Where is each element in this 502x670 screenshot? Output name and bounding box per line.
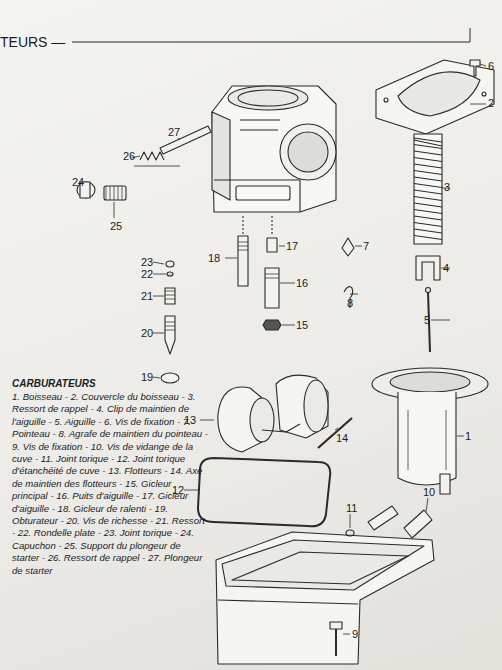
callout-number: 7: [363, 240, 369, 252]
spring-coil: [414, 184, 442, 188]
callout-number: 20: [141, 327, 153, 339]
floats: [218, 375, 352, 452]
callout-number: 23: [141, 256, 153, 268]
spring-coil: [414, 210, 442, 214]
spring-coil: [414, 138, 442, 142]
callout-number: 21: [141, 290, 153, 302]
drain-screw: [368, 506, 432, 538]
callout-number: 18: [208, 252, 220, 264]
page-header: TEURS —: [0, 34, 65, 50]
callout-number: 26: [123, 150, 135, 162]
spring-coil: [414, 177, 442, 181]
spring-coil: [414, 171, 442, 175]
float-needle: [342, 238, 354, 308]
slide-cover: [376, 60, 494, 134]
header-rule: [470, 28, 471, 42]
callout-number: 14: [336, 432, 348, 444]
callout-number: 4: [443, 262, 449, 274]
callout-number: 22: [141, 268, 153, 280]
callout-number: 6: [488, 60, 494, 72]
throttle-slide: [372, 368, 488, 494]
callout-number: 19: [141, 371, 153, 383]
callout-number: 10: [423, 486, 435, 498]
spring-coil: [414, 216, 442, 220]
callout-number: 24: [72, 176, 84, 188]
fixing-screw: [330, 622, 342, 656]
spring-coils: [414, 138, 442, 240]
callout-number: 17: [286, 240, 298, 252]
spring-coil: [414, 151, 442, 155]
spring-coil: [414, 223, 442, 227]
callout-number: 2: [488, 97, 494, 109]
carburetor-body: [212, 86, 336, 212]
mixture-screw-parts: [161, 261, 179, 383]
spring-coil: [414, 197, 442, 201]
callout-number: 15: [296, 319, 308, 331]
bowl-gasket: [198, 458, 330, 526]
needle-clip: [416, 256, 440, 352]
spring-coil: [414, 229, 442, 233]
callout-number: 27: [168, 126, 180, 138]
float-bowl: [216, 532, 434, 664]
callout-number: 9: [352, 628, 358, 640]
spring-coil: [414, 158, 442, 162]
callout-number: 3: [444, 181, 450, 193]
callout-number: 1: [465, 430, 471, 442]
callout-number: 11: [346, 502, 357, 514]
starter-parts: [77, 126, 211, 200]
spring-coil: [414, 203, 442, 207]
legend-heading: CARBURATEURS: [12, 378, 96, 389]
return-spring: [414, 134, 442, 244]
spring-coil: [414, 145, 442, 149]
callout-number: 16: [296, 277, 308, 289]
callout-number: 5: [424, 314, 430, 326]
callout-number: 25: [110, 220, 122, 232]
callout-number: 8: [347, 297, 353, 309]
parts-list: 1. Boisseau - 2. Couvercle du boisseau -…: [12, 391, 208, 577]
spring-coil: [414, 190, 442, 194]
o-ring: [346, 530, 354, 536]
header-rule: [72, 42, 470, 43]
jets: [238, 216, 281, 330]
spring-coil: [414, 236, 442, 240]
spring-coil: [414, 164, 442, 168]
